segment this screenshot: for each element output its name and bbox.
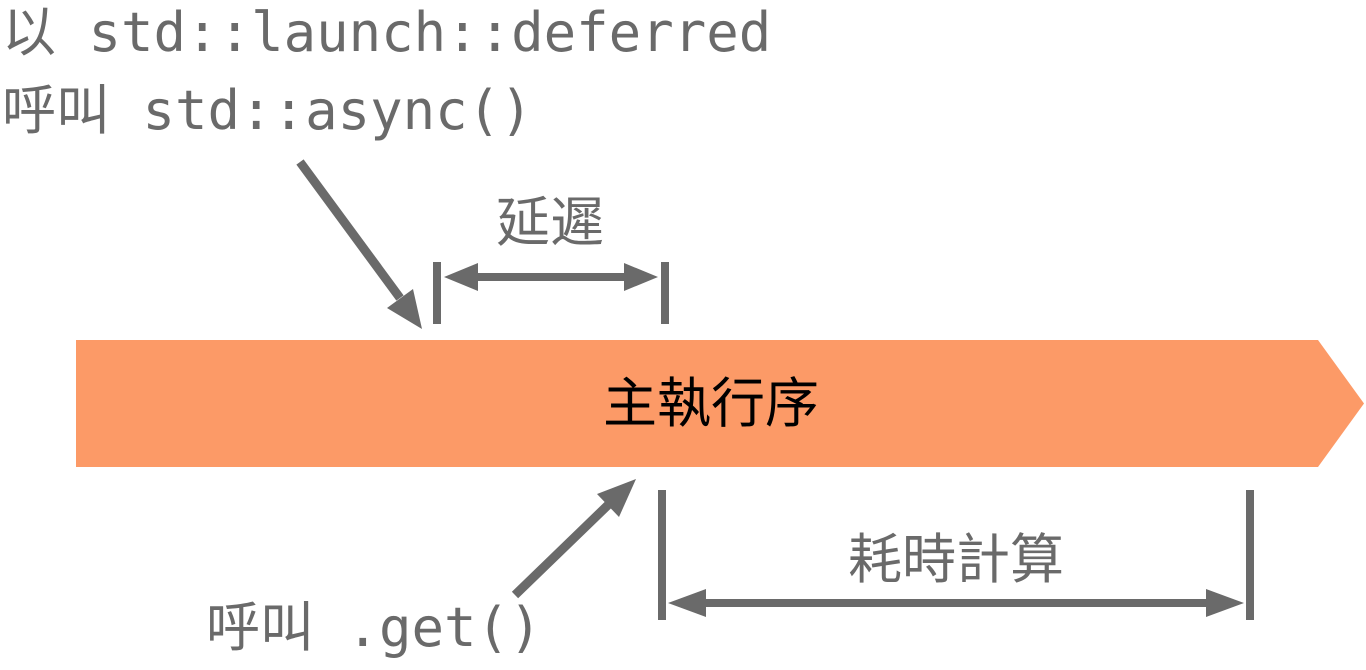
delay-right-arrowhead-icon — [624, 263, 658, 291]
compute-left-arrowhead-icon — [668, 589, 706, 617]
async-call-annotation-line2: 呼叫 std::async() — [2, 79, 533, 142]
compute-span-label: 耗時計算 — [848, 528, 1064, 591]
timeline-label: 主執行序 — [603, 372, 819, 435]
async-call-arrow-line — [296, 159, 404, 301]
timeline-bar — [76, 340, 1364, 467]
async-call-annotation-line1: 以 std::launch::deferred — [2, 1, 772, 64]
get-call-annotation: 呼叫 .get() — [206, 596, 542, 659]
delay-span-label: 延遲 — [496, 191, 604, 254]
compute-right-arrowhead-icon — [1206, 589, 1244, 617]
get-call-arrow-line — [511, 501, 612, 599]
delay-left-arrowhead-icon — [444, 263, 478, 291]
get-call-arrowhead-icon — [597, 479, 636, 517]
async-call-arrowhead-icon — [387, 289, 422, 329]
async-call-annotation: 以 std::launch::deferred 呼叫 std::async() — [2, 0, 771, 150]
